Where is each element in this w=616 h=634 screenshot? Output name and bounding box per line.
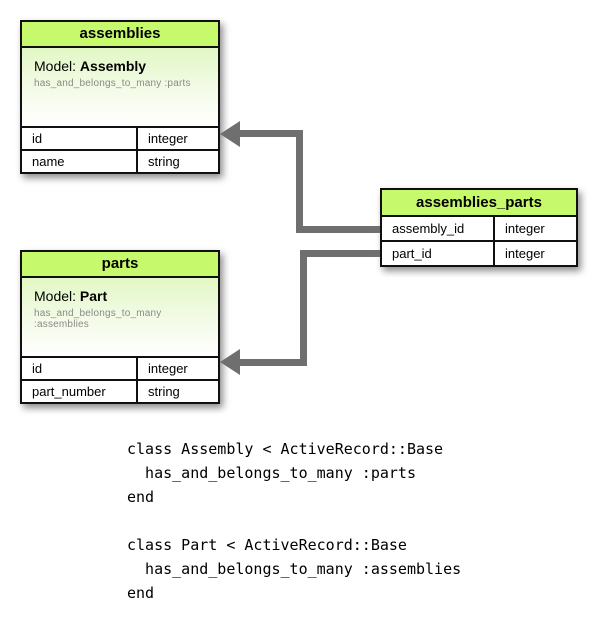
table-assemblies-title: assemblies [22,22,218,48]
column-type-cell: integer [138,128,218,149]
column-row: id integer [22,128,218,149]
association-label: has_and_belongs_to_many :parts [34,78,191,89]
association-label: has_and_belongs_to_many :assemblies [34,308,162,330]
column-type-cell: integer [495,217,576,240]
model-line: Model: Part [34,288,218,304]
table-assemblies-model-section: Model: Assembly has_and_belongs_to_many … [22,48,218,128]
table-parts-title: parts [22,252,218,278]
table-parts-model-section: Model: Part has_and_belongs_to_many :ass… [22,278,218,358]
connector-segment [238,359,307,366]
code-block-part-class: class Part < ActiveRecord::Base has_and_… [127,536,462,602]
model-line: Model: Assembly [34,58,218,74]
connector-segment [300,250,307,366]
model-label: Model: [34,288,77,304]
column-name-cell: id [22,128,138,149]
column-name-cell: name [22,151,138,172]
column-type-cell: integer [138,358,218,379]
connector-segment [238,130,302,137]
column-type-cell: integer [495,242,576,265]
connector-segment [296,130,303,233]
code-block-assembly-class: class Assembly < ActiveRecord::Base has_… [127,440,444,506]
connector-segment [296,226,380,233]
table-parts: parts Model: Part has_and_belongs_to_man… [20,250,220,404]
column-row: part_number string [22,379,218,402]
column-type-cell: string [138,381,218,402]
column-type-cell: string [138,151,218,172]
column-row: assembly_id integer [382,217,576,240]
column-row: name string [22,149,218,172]
column-name-cell: assembly_id [382,217,495,240]
connector-segment [300,250,380,257]
table-assemblies-parts: assemblies_parts assembly_id integer par… [380,188,578,267]
column-row: id integer [22,358,218,379]
table-assemblies: assemblies Model: Assembly has_and_belon… [20,20,220,174]
arrow-left-icon [220,349,240,375]
model-name: Assembly [79,58,147,74]
column-name-cell: part_id [382,242,495,265]
column-name-cell: part_number [22,381,138,402]
arrow-left-icon [220,121,240,147]
column-row: part_id integer [382,240,576,265]
column-name-cell: id [22,358,138,379]
model-name: Part [79,288,108,304]
table-assemblies-parts-title: assemblies_parts [382,190,576,217]
model-label: Model: [34,58,77,74]
